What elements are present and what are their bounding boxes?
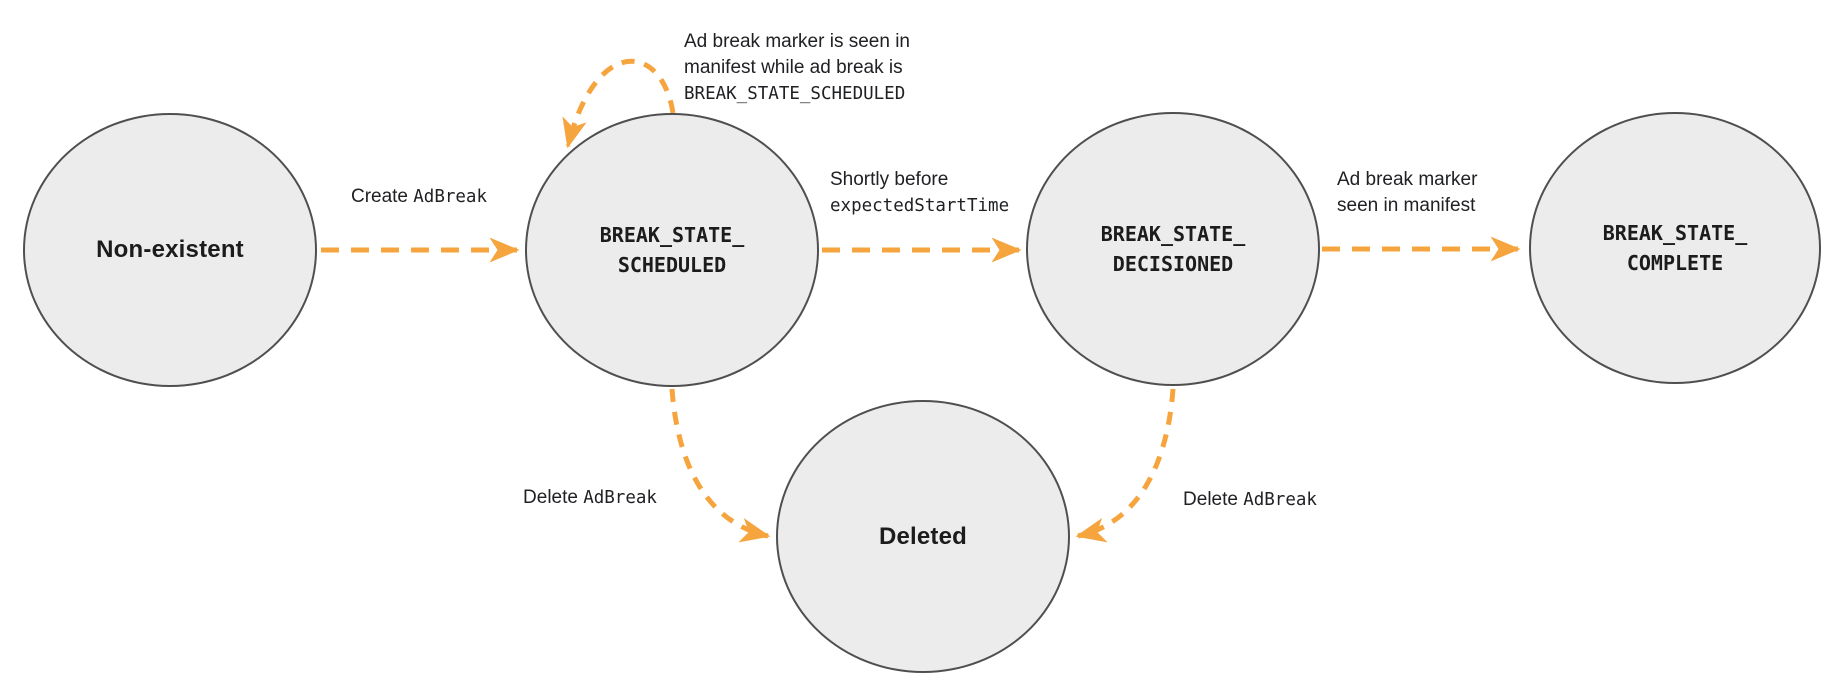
state-node-label: Non-existent <box>96 236 244 263</box>
edge-label-text: Delete <box>1183 489 1238 510</box>
state-node-break-state-scheduled: BREAK_STATE_ SCHEDULED <box>525 113 819 387</box>
edge-label-shortly-before: Shortly before expectedStartTime <box>830 167 1009 219</box>
state-node-label: BREAK_STATE_ DECISIONED <box>1101 219 1246 279</box>
edge-label-line1: Ad break marker <box>1337 169 1478 190</box>
state-node-label: BREAK_STATE_ SCHEDULED <box>600 220 745 280</box>
edge-delete-right-arrow <box>1075 388 1176 543</box>
state-node-label-line1: BREAK_STATE_ <box>1100 222 1246 246</box>
state-node-label: BREAK_STATE_ COMPLETE <box>1603 218 1748 278</box>
edge-label-marker-seen: Ad break marker seen in manifest <box>1337 167 1477 219</box>
edge-label-text: Delete <box>523 487 578 508</box>
edge-label-code: AdBreak <box>1243 490 1317 510</box>
edge-label-self-loop: Ad break marker is seen in manifest whil… <box>684 29 910 107</box>
state-node-label-line2: SCHEDULED <box>617 253 727 277</box>
edge-self-loop-arrow <box>562 58 676 149</box>
state-node-break-state-decisioned: BREAK_STATE_ DECISIONED <box>1026 112 1320 386</box>
edge-label-code: BREAK_STATE_SCHEDULED <box>684 84 906 104</box>
edge-label-code: AdBreak <box>413 187 488 207</box>
edge-label-text: Shortly before <box>830 169 949 190</box>
state-node-label-line2: COMPLETE <box>1626 251 1724 275</box>
state-node-non-existent: Non-existent <box>23 113 317 387</box>
edge-delete-left-arrow <box>669 388 771 543</box>
edge-label-code: AdBreak <box>583 488 657 508</box>
edge-label-line2: manifest while ad break is <box>684 57 903 78</box>
state-node-deleted: Deleted <box>776 400 1070 673</box>
edge-label-line2: seen in manifest <box>1337 195 1476 216</box>
edge-label-text: Create <box>350 186 408 207</box>
state-node-break-state-complete: BREAK_STATE_ COMPLETE <box>1529 112 1821 384</box>
state-node-label-line1: BREAK_STATE_ <box>599 223 745 247</box>
edge-label-line1: Ad break marker is seen in <box>684 31 910 52</box>
state-node-label: Deleted <box>878 522 968 550</box>
edge-label-code: expectedStartTime <box>830 196 1010 216</box>
state-node-label-line1: BREAK_STATE_ <box>1602 221 1748 245</box>
state-node-label-line2: DECISIONED <box>1112 252 1234 276</box>
